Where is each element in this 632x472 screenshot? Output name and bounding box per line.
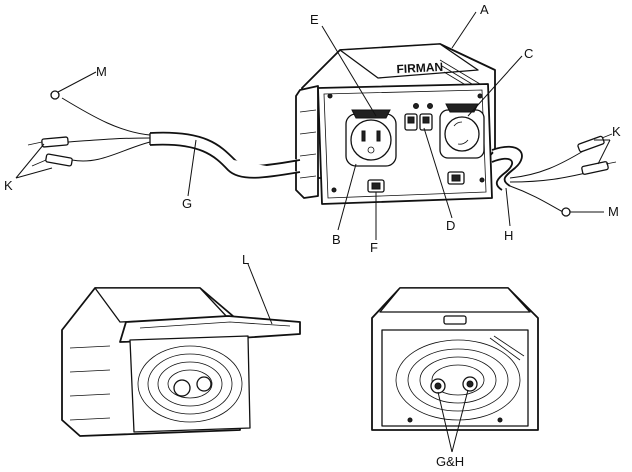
callout-b: B	[332, 232, 341, 247]
main-unit: FIRMAN	[295, 43, 496, 205]
lid-l	[119, 315, 301, 343]
ring-terminal-left	[50, 90, 60, 100]
leader-lines	[15, 11, 611, 453]
outlet-twist-lock	[439, 103, 485, 159]
outlet-120v	[345, 109, 397, 167]
callout-e: E	[310, 12, 319, 27]
callout-f: F	[370, 240, 378, 255]
cable-g	[27, 90, 301, 179]
unit-front-open-view	[371, 287, 539, 431]
callout-k-right: K	[612, 124, 621, 139]
callout-c: C	[524, 46, 533, 61]
callout-l: L	[242, 252, 249, 267]
callout-m-left: M	[96, 64, 107, 79]
callout-d: D	[446, 218, 455, 233]
callout-gh: G&H	[436, 454, 464, 469]
callout-a: A	[480, 2, 489, 17]
callout-h: H	[504, 228, 513, 243]
ring-terminal-right	[561, 207, 571, 217]
brand-logo: FIRMAN	[396, 60, 443, 76]
unit-lid-open-view	[61, 287, 301, 437]
callout-k-left: K	[4, 178, 13, 193]
callout-m-right: M	[608, 204, 619, 219]
circuit-breakers	[404, 103, 433, 131]
callout-g: G	[182, 196, 192, 211]
cable-h	[491, 133, 617, 217]
